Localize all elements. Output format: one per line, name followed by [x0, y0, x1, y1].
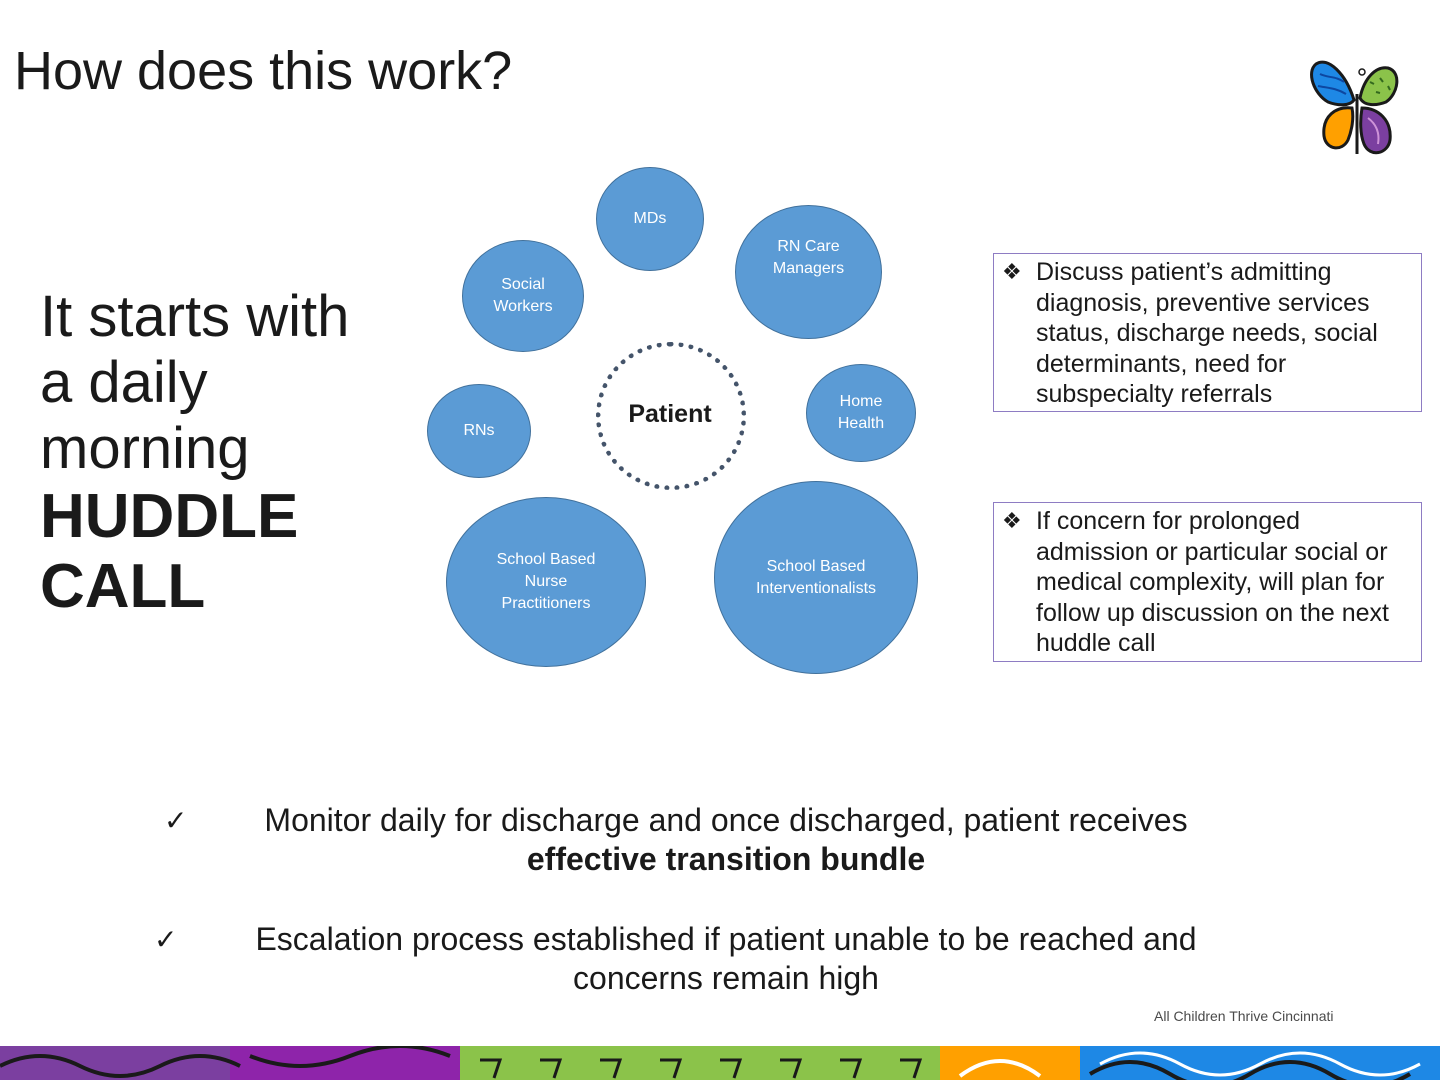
checkmark-icon: ✓: [154, 924, 178, 955]
checklist-bold-text: effective transition bundle: [526, 841, 926, 877]
role-circle-mds: MDs: [596, 167, 704, 271]
slide-title: How does this work?: [14, 41, 513, 101]
role-label: Home Health: [837, 393, 885, 432]
role-label: RNs: [463, 422, 495, 439]
intro-line: It starts with a daily morning: [40, 284, 350, 481]
butterfly-logo-icon: [1310, 60, 1399, 155]
role-circle-social-workers: Social Workers: [462, 240, 584, 352]
patient-label: Patient: [628, 400, 712, 428]
role-label: Social Workers: [493, 276, 553, 315]
intro-text: It starts with a daily morning HUDDLE CA…: [40, 284, 390, 622]
patient-circle: Patient: [596, 342, 746, 490]
role-circle-home-health: Home Health: [806, 364, 916, 462]
checklist-item-escalation: ✓ Escalation process established if pati…: [154, 920, 1260, 998]
role-label: MDs: [633, 210, 667, 227]
checklist-text: Escalation process established if patien…: [255, 921, 1197, 996]
role-label: School Based Nurse Practitioners: [496, 551, 596, 612]
footer-org-name: All Children Thrive Cincinnati: [1154, 1008, 1334, 1024]
callout-box-discussion: ❖ Discuss patient’s admitting diagnosis,…: [993, 253, 1422, 412]
huddle-call-heading: HUDDLE CALL: [40, 482, 299, 621]
role-circle-school-interventionalists: School Based Interventionalists: [714, 481, 918, 674]
checklist-item-monitor: ✓ Monitor daily for discharge and once d…: [164, 801, 1252, 879]
callout-text: If concern for prolonged admission or pa…: [1036, 507, 1389, 657]
role-circle-rns: RNs: [427, 384, 531, 478]
callout-text: Discuss patient’s admitting diagnosis, p…: [1036, 258, 1378, 408]
diamond-bullet-icon: ❖: [1002, 508, 1022, 533]
role-label: School Based Interventionalists: [755, 557, 877, 597]
role-circle-rn-care-managers: RN Care Managers: [735, 205, 882, 339]
callout-box-follow-up: ❖ If concern for prolonged admission or …: [993, 502, 1422, 662]
checklist-text: Monitor daily for discharge and once dis…: [264, 802, 1188, 838]
diamond-bullet-icon: ❖: [1002, 259, 1022, 284]
role-label: RN Care Managers: [772, 238, 845, 277]
role-circle-school-nurse-practitioners: School Based Nurse Practitioners: [446, 497, 646, 667]
checkmark-icon: ✓: [164, 805, 188, 836]
decorative-footer-stripe: [0, 1046, 1440, 1080]
